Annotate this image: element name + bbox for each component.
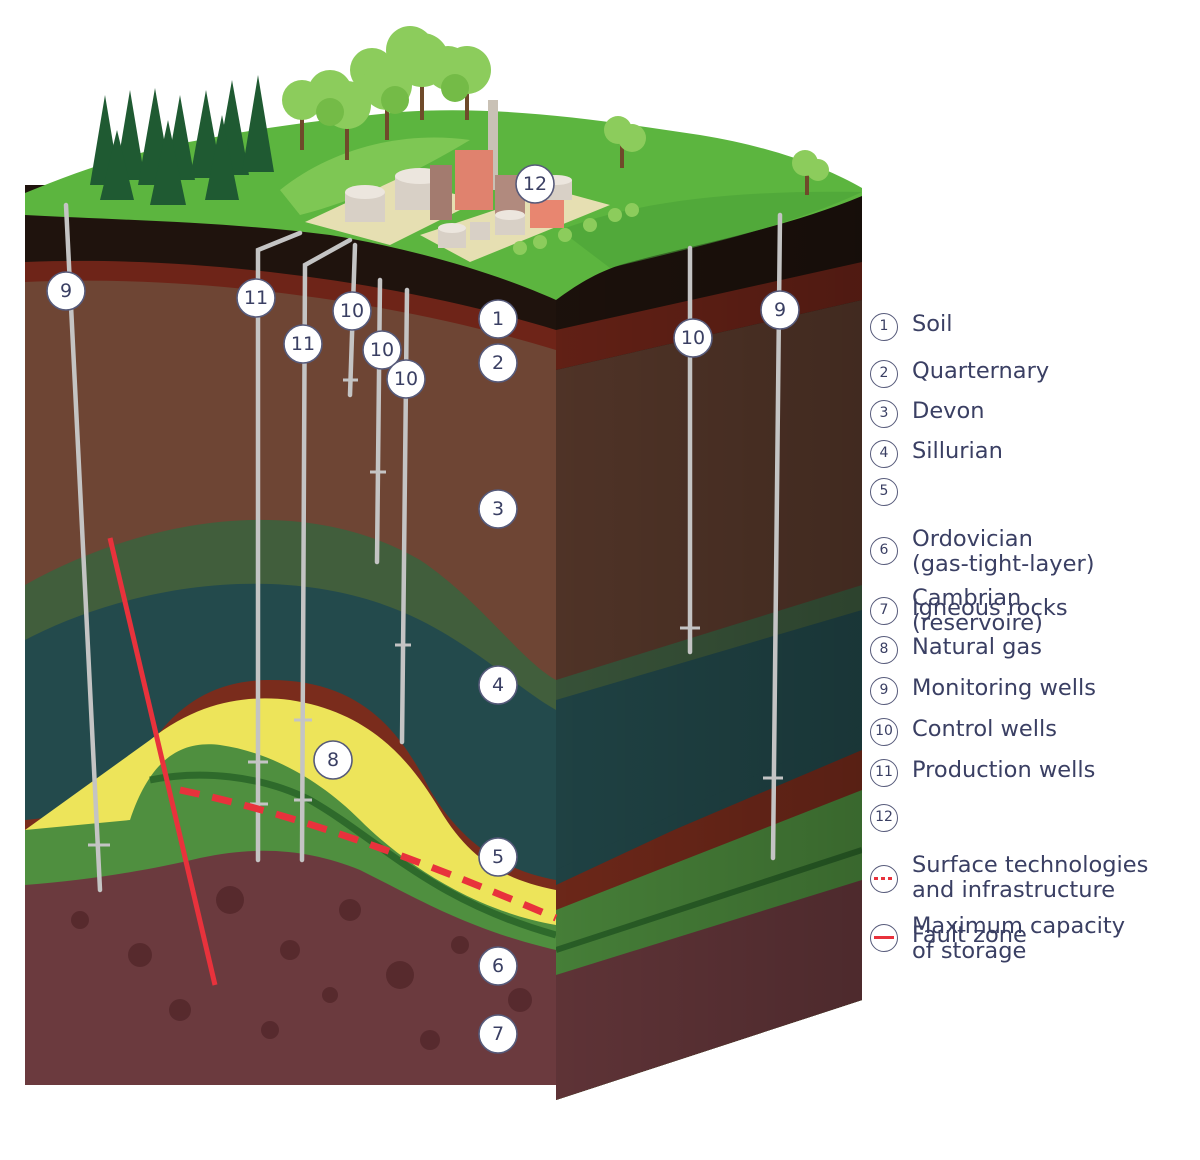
legend-label: Cambrian (reservoire) — [912, 585, 1043, 636]
legend-item-igneous-rocks: 7 Igneous rocks — [870, 595, 1068, 625]
legend-label: Maximum capacity of storage — [912, 913, 1126, 964]
legend-marker-3: 3 — [870, 400, 898, 428]
legend-label: Soil — [912, 311, 953, 337]
svg-text:1: 1 — [492, 308, 504, 330]
svg-text:2: 2 — [492, 352, 504, 374]
legend-marker-8: 8 — [870, 636, 898, 664]
badge-b1: 1 — [478, 299, 518, 339]
legend-label: Igneous rocks — [912, 595, 1068, 621]
svg-text:10: 10 — [370, 339, 394, 361]
badge-b4: 4 — [478, 665, 518, 705]
badge-b11a: 11 — [236, 278, 276, 318]
legend-label: Ordovician (gas-tight-layer) — [912, 526, 1095, 577]
badge-b9a: 9 — [46, 271, 86, 311]
layer-quarternary-front — [25, 260, 556, 350]
svg-text:12: 12 — [523, 173, 547, 195]
maximum-capacity-line — [179, 786, 558, 922]
legend-item-quarternary: 2 Quarternary — [870, 358, 1050, 388]
legend-label: Quarternary — [912, 358, 1050, 384]
deciduous-trees — [282, 26, 829, 195]
fault-zone-line — [107, 537, 218, 986]
badge-b10d: 10 — [673, 318, 713, 358]
side-face — [556, 188, 862, 1100]
svg-text:9: 9 — [774, 299, 786, 321]
legend-item-fault-zone: Fault zone — [870, 922, 1027, 952]
control-well-mid — [374, 277, 383, 565]
legend-marker-2: 2 — [870, 360, 898, 388]
legend-marker-10: 10 — [870, 718, 898, 746]
legend-marker-6: 6 — [870, 537, 898, 565]
badge-b10c: 10 — [386, 359, 426, 399]
legend-item-production-wells: 11 Production wells — [870, 757, 1096, 787]
surface-facility — [305, 100, 639, 262]
front-face — [25, 185, 556, 1085]
legend-item-soil: 1 Soil — [870, 311, 953, 341]
conifer-trees — [90, 75, 274, 205]
svg-text:3: 3 — [492, 498, 504, 520]
badge-b3: 3 — [478, 489, 518, 529]
svg-text:4: 4 — [492, 674, 504, 696]
legend-marker-4: 4 — [870, 440, 898, 468]
badge-b11b: 11 — [283, 324, 323, 364]
legend-label: Control wells — [912, 716, 1057, 742]
legend-item-maximum-capacity: Maximum capacity of storage — [870, 864, 1125, 964]
legend-item-ordovician: 5 Ordovician (gas-tight-layer) — [870, 477, 1094, 577]
svg-text:6: 6 — [492, 955, 504, 977]
badge-b5: 5 — [478, 837, 518, 877]
badge-b9b: 9 — [760, 290, 800, 330]
layer-igneous-front — [25, 850, 556, 1085]
solid-line-icon — [870, 924, 898, 952]
badge-b10b: 10 — [362, 330, 402, 370]
legend-label: Fault zone — [912, 922, 1027, 948]
badge-b10a: 10 — [332, 291, 372, 331]
badge-b8: 8 — [313, 740, 353, 780]
svg-text:11: 11 — [244, 287, 268, 309]
svg-text:9: 9 — [60, 280, 72, 302]
legend-marker-7: 7 — [870, 597, 898, 625]
legend-label: Devon — [912, 398, 985, 424]
legend-marker-11: 11 — [870, 759, 898, 787]
legend-item-control-wells: 10 Control wells — [870, 716, 1057, 746]
svg-text:10: 10 — [394, 368, 418, 390]
legend-label: Natural gas — [912, 634, 1042, 660]
dashed-line-icon — [870, 865, 898, 893]
legend-item-natural-gas: 8 Natural gas — [870, 634, 1042, 664]
legend-item-surface-technologies: 12 Surface technologies and infrastructu… — [870, 803, 1148, 903]
production-well-right — [299, 237, 353, 863]
legend-label: Surface technologies and infrastructure — [912, 852, 1149, 903]
svg-text:8: 8 — [327, 749, 339, 771]
legend-item-cambrian: 6 Cambrian (reservoire) — [870, 536, 1043, 636]
badge-b12: 12 — [515, 164, 555, 204]
badge-b2: 2 — [478, 343, 518, 383]
legend-label: Monitoring wells — [912, 675, 1096, 701]
legend-item-monitoring-wells: 9 Monitoring wells — [870, 675, 1096, 705]
production-well-left — [255, 230, 303, 863]
svg-text:5: 5 — [492, 846, 504, 868]
legend-marker-1: 1 — [870, 313, 898, 341]
badge-b7: 7 — [478, 1014, 518, 1054]
svg-text:7: 7 — [492, 1023, 504, 1045]
svg-text:10: 10 — [340, 300, 364, 322]
legend-marker-5: 5 — [870, 478, 898, 506]
legend-marker-12: 12 — [870, 804, 898, 832]
svg-text:10: 10 — [681, 327, 705, 349]
svg-text:11: 11 — [291, 333, 315, 355]
legend-label: Sillurian — [912, 438, 1003, 464]
legend-marker-9: 9 — [870, 677, 898, 705]
badge-b6: 6 — [478, 946, 518, 986]
legend-label: Production wells — [912, 757, 1096, 783]
monitoring-well-left — [63, 202, 103, 893]
legend-item-devon: 3 Devon — [870, 398, 985, 428]
legend-item-sillurian: 4 Sillurian — [870, 438, 1003, 468]
